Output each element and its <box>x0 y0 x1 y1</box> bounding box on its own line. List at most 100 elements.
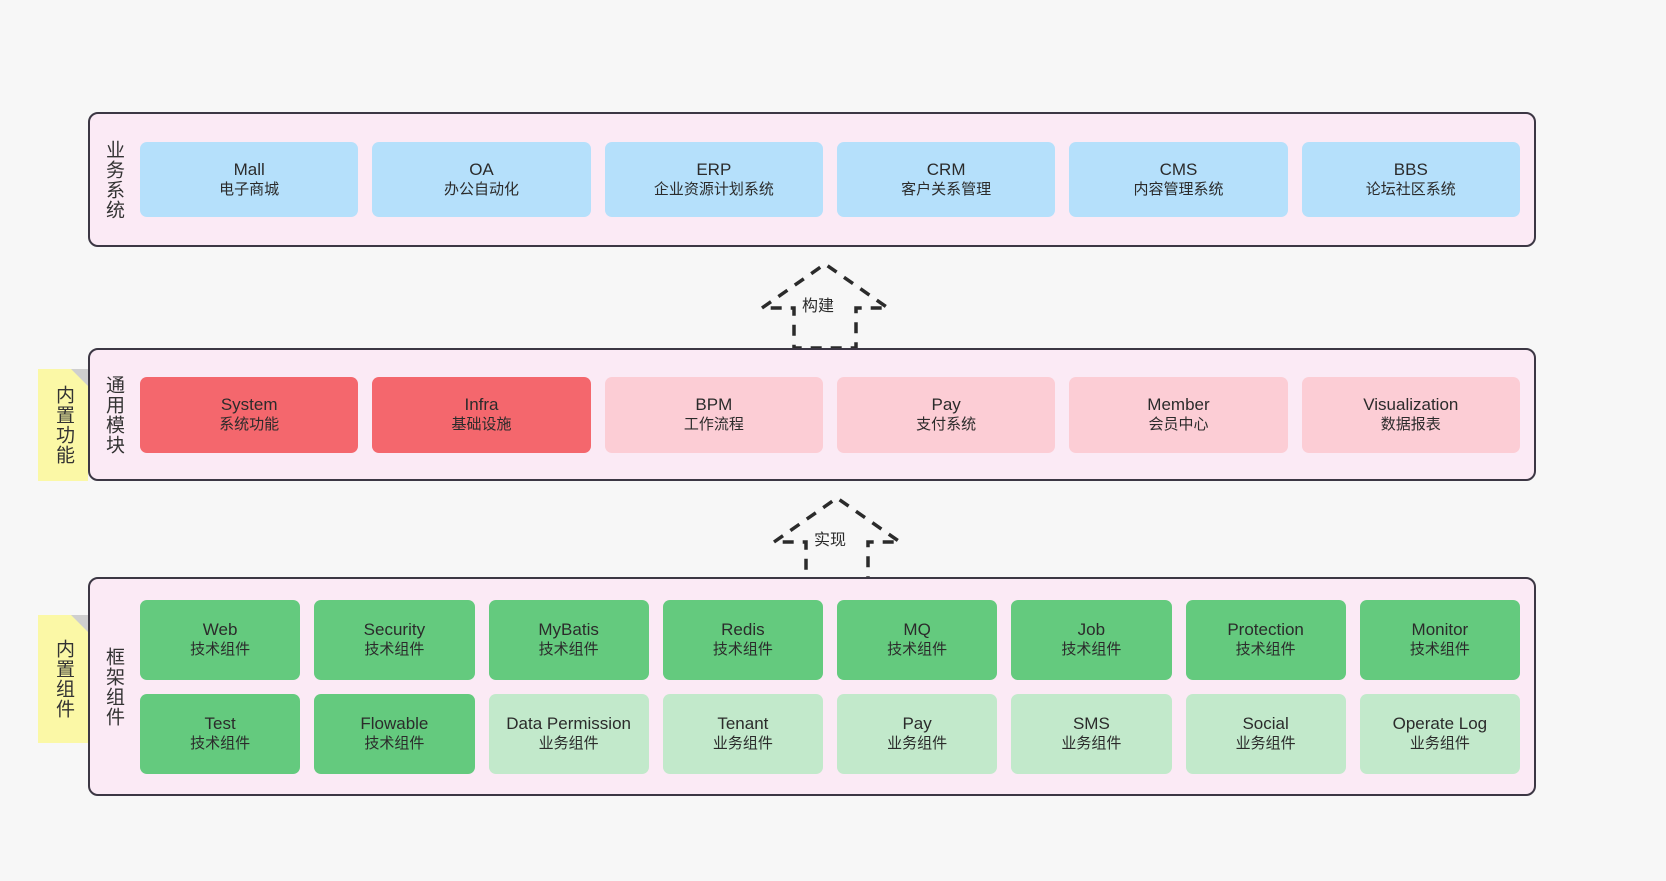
node-bpm[interactable]: BPM 工作流程 <box>604 376 823 453</box>
node-flowable[interactable]: Flowable 技术组件 <box>314 693 475 774</box>
node-subtitle: 基础设施 <box>451 415 512 433</box>
node-subtitle: 技术组件 <box>364 734 425 752</box>
node-subtitle: 技术组件 <box>1061 640 1122 658</box>
node-title: BPM <box>695 394 733 414</box>
node-subtitle: 业务组件 <box>887 734 948 752</box>
row-common-modules: System 系统功能 Infra 基础设施 BPM 工作流程 Pay 支付系统… <box>140 376 1520 453</box>
sticky-note-builtin-feature: 内置功能 <box>38 369 88 481</box>
layer-body-common-module: System 系统功能 Infra 基础设施 BPM 工作流程 Pay 支付系统… <box>136 350 1534 479</box>
node-subtitle: 论坛社区系统 <box>1365 180 1456 198</box>
node-title: CRM <box>926 159 966 179</box>
node-title: Member <box>1147 394 1210 414</box>
node-infra[interactable]: Infra 基础设施 <box>372 376 591 453</box>
sticky-note-label: 内置功能 <box>53 385 75 465</box>
node-subtitle: 技术组件 <box>538 640 599 658</box>
node-title: MQ <box>903 619 931 639</box>
node-title: Test <box>204 713 236 733</box>
connector-build-label: 构建 <box>802 298 835 315</box>
node-system[interactable]: System 系统功能 <box>140 376 359 453</box>
layer-title-common-module: 通用模块 <box>103 374 125 455</box>
node-subtitle: 业务组件 <box>1409 734 1470 752</box>
node-title: OA <box>469 159 494 179</box>
node-oa[interactable]: OA 办公自动化 <box>372 142 591 217</box>
sticky-note-builtin-component: 内置组件 <box>38 615 88 743</box>
node-title: Redis <box>721 619 765 639</box>
node-title: CMS <box>1159 159 1198 179</box>
node-security[interactable]: Security 技术组件 <box>314 599 475 680</box>
node-subtitle: 系统功能 <box>219 415 280 433</box>
connector-implement: 实现 <box>768 492 922 584</box>
node-cms[interactable]: CMS 内容管理系统 <box>1069 142 1288 217</box>
node-title: Pay <box>931 394 961 414</box>
node-title: Tenant <box>717 713 769 733</box>
connector-implement-label: 实现 <box>814 532 847 549</box>
node-redis[interactable]: Redis 技术组件 <box>662 599 823 680</box>
build-arrow-icon <box>756 261 894 350</box>
node-subtitle: 数据报表 <box>1380 415 1441 433</box>
sticky-note-label: 内置组件 <box>53 639 75 719</box>
node-title: Social <box>1242 713 1289 733</box>
node-mybatis[interactable]: MyBatis 技术组件 <box>488 599 649 680</box>
node-subtitle: 业务组件 <box>538 734 599 752</box>
node-mq[interactable]: MQ 技术组件 <box>837 599 998 680</box>
node-subtitle: 业务组件 <box>1235 734 1296 752</box>
layer-common-module: 通用模块 System 系统功能 Infra 基础设施 BPM 工作流程 Pay… <box>88 348 1536 481</box>
node-job[interactable]: Job 技术组件 <box>1011 599 1172 680</box>
sticky-fold-icon <box>71 615 88 632</box>
node-title: Flowable <box>360 713 429 733</box>
row-business-systems: Mall 电子商城 OA 办公自动化 ERP 企业资源计划系统 CRM 客户关系… <box>140 142 1520 217</box>
node-social[interactable]: Social 业务组件 <box>1185 693 1346 774</box>
node-subtitle: 内容管理系统 <box>1133 180 1224 198</box>
node-test[interactable]: Test 技术组件 <box>140 693 301 774</box>
node-subtitle: 技术组件 <box>712 640 773 658</box>
node-title: Visualization <box>1363 394 1459 414</box>
node-pay-component[interactable]: Pay 业务组件 <box>837 693 998 774</box>
node-subtitle: 技术组件 <box>1409 640 1470 658</box>
sticky-fold-icon <box>71 369 88 386</box>
node-data-permission[interactable]: Data Permission 业务组件 <box>488 693 649 774</box>
layer-body-framework-component: Web 技术组件 Security 技术组件 MyBatis 技术组件 Redi… <box>136 579 1534 794</box>
node-subtitle: 技术组件 <box>190 734 251 752</box>
node-title: SMS <box>1072 713 1110 733</box>
node-subtitle: 企业资源计划系统 <box>653 180 774 198</box>
node-monitor[interactable]: Monitor 技术组件 <box>1359 599 1520 680</box>
node-title: Web <box>202 619 238 639</box>
layer-framework-component: 框架组件 Web 技术组件 Security 技术组件 MyBatis 技术组件… <box>88 577 1536 796</box>
node-title: MyBatis <box>538 619 599 639</box>
node-subtitle: 会员中心 <box>1148 415 1209 433</box>
layer-body-business-system: Mall 电子商城 OA 办公自动化 ERP 企业资源计划系统 CRM 客户关系… <box>136 114 1534 245</box>
node-subtitle: 电子商城 <box>219 180 280 198</box>
node-erp[interactable]: ERP 企业资源计划系统 <box>604 142 823 217</box>
node-title: Infra <box>464 394 499 414</box>
node-title: Pay <box>902 713 932 733</box>
row-business-components: Test 技术组件 Flowable 技术组件 Data Permission … <box>140 693 1520 774</box>
implement-arrow-icon <box>768 495 906 584</box>
node-subtitle: 业务组件 <box>712 734 773 752</box>
node-mall[interactable]: Mall 电子商城 <box>140 142 359 217</box>
node-subtitle: 工作流程 <box>683 415 744 433</box>
node-subtitle: 办公自动化 <box>443 180 519 198</box>
layer-title-business-system: 业务系统 <box>103 139 125 220</box>
layer-title-framework-component: 框架组件 <box>103 646 125 727</box>
row-technical-components: Web 技术组件 Security 技术组件 MyBatis 技术组件 Redi… <box>140 599 1520 680</box>
node-title: Mall <box>233 159 265 179</box>
node-crm[interactable]: CRM 客户关系管理 <box>836 142 1056 217</box>
node-title: ERP <box>696 159 732 179</box>
node-sms[interactable]: SMS 业务组件 <box>1011 693 1172 774</box>
node-title: Monitor <box>1411 619 1469 639</box>
node-pay[interactable]: Pay 支付系统 <box>836 376 1056 453</box>
node-title: Operate Log <box>1392 713 1488 733</box>
node-title: Data Permission <box>506 713 631 733</box>
node-subtitle: 技术组件 <box>190 640 251 658</box>
node-protection[interactable]: Protection 技术组件 <box>1185 599 1346 680</box>
node-bbs[interactable]: BBS 论坛社区系统 <box>1301 142 1520 217</box>
node-member[interactable]: Member 会员中心 <box>1069 376 1288 453</box>
node-subtitle: 支付系统 <box>916 415 977 433</box>
node-title: System <box>220 394 278 414</box>
node-tenant[interactable]: Tenant 业务组件 <box>662 693 823 774</box>
node-web[interactable]: Web 技术组件 <box>140 599 301 680</box>
node-subtitle: 业务组件 <box>1061 734 1122 752</box>
node-operate-log[interactable]: Operate Log 业务组件 <box>1359 693 1520 774</box>
node-visualization[interactable]: Visualization 数据报表 <box>1301 376 1520 453</box>
node-subtitle: 客户关系管理 <box>901 180 992 198</box>
